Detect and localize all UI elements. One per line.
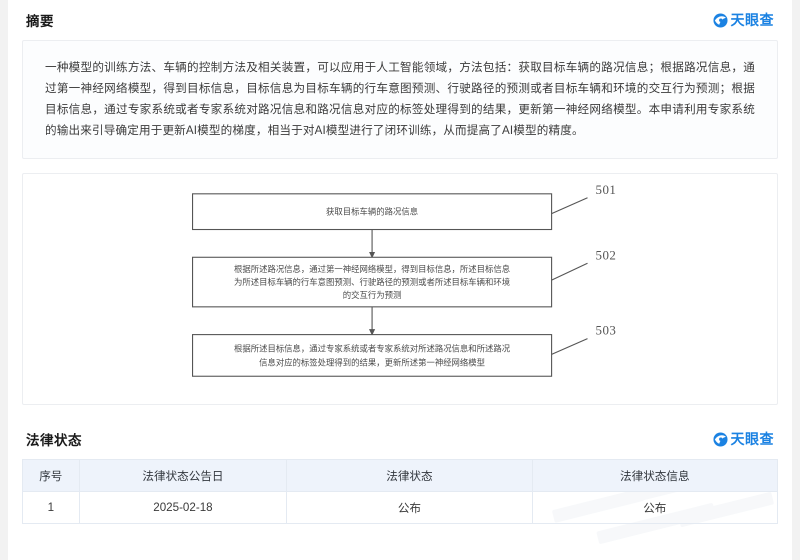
patent-detail-page: 摘要 天眼查 一种模型的训练方法、车辆的控制方法及相关装置，可以应用于人工智能领… bbox=[8, 0, 792, 560]
flow-node-502-line-2: 的交互行为预测 bbox=[343, 290, 402, 300]
flow-node-503-line-1: 信息对应的标签处理得到的结果，更新所述第一神经网络模型 bbox=[259, 357, 485, 367]
legal-cell-info: 公布 bbox=[531, 491, 779, 524]
legal-table-wrap: 序号 法律状态公告日 法律状态 法律状态信息 1 2025-02-18 公布 公… bbox=[8, 459, 792, 545]
flow-node-501-line-0: 获取目标车辆的路况信息 bbox=[326, 207, 418, 217]
legal-cell-date: 2025-02-18 bbox=[78, 491, 288, 524]
tianyancha-logo-text: 天眼查 bbox=[730, 12, 774, 28]
legal-col-state: 法律状态 bbox=[286, 459, 533, 492]
flow-node-501: 获取目标车辆的路况信息 501 bbox=[192, 182, 616, 231]
flow-node-503: 根据所述目标信息，通过专家系统或者专家系统对所述路况信息和所述路况 信息对应的标… bbox=[192, 323, 616, 377]
flow-node-501-box bbox=[192, 193, 553, 231]
flow-node-502-line-0: 根据所述路况信息，通过第一神经网络模型，得到目标信息，所述目标信息 bbox=[234, 264, 510, 274]
flow-node-503-box bbox=[192, 334, 553, 377]
flow-node-502-box bbox=[192, 256, 553, 308]
patent-flowchart: 获取目标车辆的路况信息 501 根据所述路况信息，通过第一神经网络模型，得到目标… bbox=[192, 182, 616, 377]
flow-node-502-line-1: 为所述目标车辆的行车意图预测、行驶路径的预测或者所述目标车辆和环境 bbox=[234, 277, 510, 287]
tianyancha-logo: 天眼查 bbox=[712, 12, 775, 28]
flow-ref-503: 503 bbox=[595, 323, 616, 338]
abstract-card: 一种模型的训练方法、车辆的控制方法及相关装置，可以应用于人工智能领域，方法包括：… bbox=[22, 40, 778, 159]
patent-figure-card: 获取目标车辆的路况信息 501 根据所述路况信息，通过第一神经网络模型，得到目标… bbox=[22, 173, 778, 405]
abstract-section-header: 摘要 天眼查 bbox=[8, 0, 792, 40]
flow-ref-502: 502 bbox=[595, 247, 616, 262]
tianyancha-logo-secondary: 天眼查 bbox=[712, 431, 775, 447]
legal-status-table: 序号 法律状态公告日 法律状态 法律状态信息 1 2025-02-18 公布 公… bbox=[22, 459, 779, 524]
abstract-body-text: 一种模型的训练方法、车辆的控制方法及相关装置，可以应用于人工智能领域，方法包括：… bbox=[45, 61, 755, 137]
legal-section-title: 法律状态 bbox=[26, 433, 82, 448]
flow-ref-501: 501 bbox=[595, 182, 616, 197]
legal-col-info: 法律状态信息 bbox=[531, 459, 779, 492]
legal-table-header-row: 序号 法律状态公告日 法律状态 法律状态信息 bbox=[22, 459, 779, 492]
legal-cell-state: 公布 bbox=[286, 491, 533, 524]
flow-leader-501 bbox=[551, 197, 588, 215]
legal-cell-index: 1 bbox=[22, 491, 80, 524]
table-row: 1 2025-02-18 公布 公布 bbox=[22, 491, 779, 524]
eye-circle-icon bbox=[712, 431, 728, 447]
flow-node-502: 根据所述路况信息，通过第一神经网络模型，得到目标信息，所述目标信息 为所述目标车… bbox=[192, 247, 616, 308]
legal-col-index: 序号 bbox=[22, 459, 80, 492]
eye-circle-icon bbox=[712, 12, 728, 28]
tianyancha-logo-text: 天眼查 bbox=[730, 431, 774, 447]
abstract-section-title: 摘要 bbox=[26, 14, 54, 29]
flow-leader-503 bbox=[551, 338, 588, 355]
flow-leader-502 bbox=[551, 262, 588, 281]
flow-node-503-line-0: 根据所述目标信息，通过专家系统或者专家系统对所述路况信息和所述路况 bbox=[234, 343, 511, 353]
legal-section-header: 法律状态 天眼查 bbox=[8, 419, 792, 459]
abstract-card-wrap: 一种模型的训练方法、车辆的控制方法及相关装置，可以应用于人工智能领域，方法包括：… bbox=[8, 40, 792, 159]
legal-col-date: 法律状态公告日 bbox=[78, 459, 288, 492]
figure-card-wrap: 获取目标车辆的路况信息 501 根据所述路况信息，通过第一神经网络模型，得到目标… bbox=[8, 159, 792, 405]
